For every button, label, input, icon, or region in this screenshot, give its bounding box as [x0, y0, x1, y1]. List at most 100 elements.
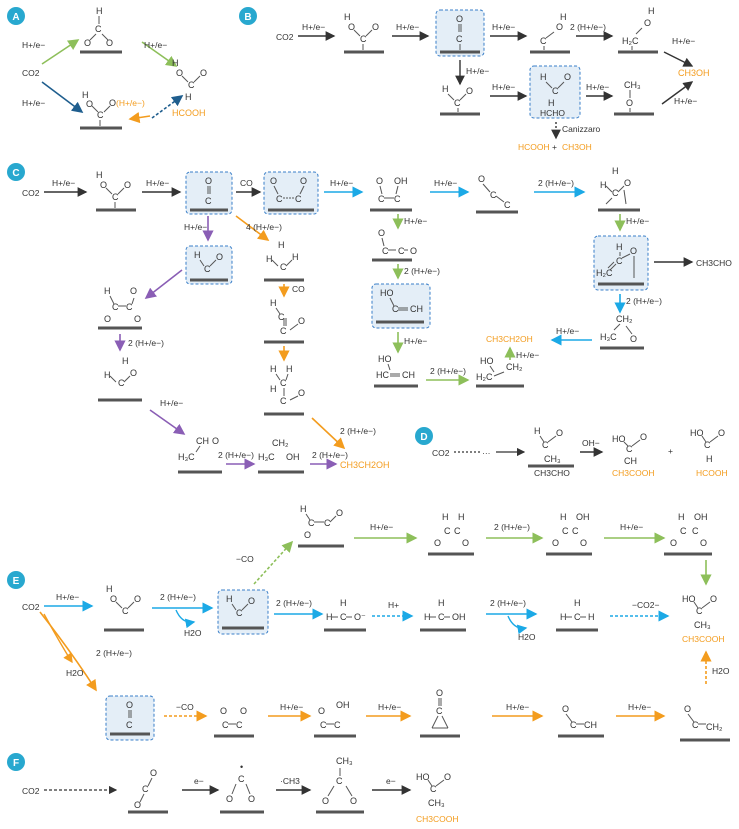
svg-text:H: H — [270, 384, 277, 394]
panel-e-ch3: H H C H — [556, 598, 598, 632]
panel-c-ococ-highlight — [263, 171, 319, 215]
panel-e-cho: H C O — [222, 594, 264, 630]
svg-text:O: O — [350, 796, 357, 806]
panel-d-acetic-acid: HO C O CH — [612, 432, 647, 466]
panel-e-ketene-triangle: O C — [420, 688, 460, 738]
svg-text:C: C — [236, 608, 243, 618]
svg-text:H: H — [286, 364, 293, 374]
panel-c-arrow-25 — [311, 417, 346, 450]
svg-text:O: O — [240, 706, 247, 716]
svg-text:O: O — [564, 72, 571, 82]
svg-text:•: • — [240, 762, 243, 772]
svg-text:O: O — [556, 22, 563, 32]
panel-f-e2: e− — [386, 776, 396, 786]
svg-text:C: C — [188, 80, 195, 90]
svg-text:C: C — [238, 774, 245, 784]
svg-text:H: H — [648, 6, 655, 16]
panel-b-s8: H+/e− — [586, 82, 609, 92]
panel-e-co-low: −CO — [176, 702, 194, 712]
panel-a-badge-label: A — [12, 12, 19, 23]
svg-text:H: H — [104, 370, 111, 380]
svg-text:C: C — [320, 720, 327, 730]
svg-text:C: C — [574, 612, 581, 622]
svg-text:O: O — [444, 772, 451, 782]
panel-c-arrow-17 — [144, 269, 183, 299]
svg-text:O: O — [644, 18, 651, 28]
panel-b-hcooh: HCOOH — [518, 142, 550, 152]
svg-text:O: O — [580, 538, 587, 548]
panel-b-och3: CH₃ O — [614, 80, 654, 116]
svg-text:C: C — [276, 194, 283, 204]
svg-text:O: O — [630, 334, 637, 344]
panel-f-co2-radical: • C O O — [220, 762, 264, 814]
svg-text:C: C — [696, 606, 703, 616]
panel-e-s13: H+/e− — [628, 702, 651, 712]
svg-text:HO: HO — [690, 428, 704, 438]
svg-text:C: C — [222, 720, 229, 730]
svg-text:C: C — [454, 526, 461, 536]
svg-text:OH: OH — [286, 452, 300, 462]
panel-e-co2minus: −CO2− — [632, 600, 659, 610]
svg-text:O: O — [718, 428, 725, 438]
panel-c-ch3cho: CH3CHO — [696, 258, 732, 268]
svg-text:C: C — [280, 396, 287, 406]
svg-text:O: O — [684, 704, 691, 714]
panel-a-badge — [7, 7, 25, 25]
svg-text:H: H — [678, 512, 685, 522]
svg-text:O: O — [298, 316, 305, 326]
svg-text:O: O — [216, 252, 223, 262]
panel-c-vinyl-alcohol: HO HC CH — [374, 354, 418, 388]
panel-c-hoc-ch: HO C CH — [376, 288, 424, 324]
svg-text:O: O — [104, 314, 111, 324]
svg-text:CH₃: CH₃ — [336, 756, 353, 766]
panel-e-s7: 2 (H+/e−) — [494, 522, 530, 532]
panel-c-s5: 2 (H+/e−) — [538, 178, 574, 188]
panel-b-co2: CO2 — [276, 32, 294, 42]
panel-f-e1: e− — [194, 776, 204, 786]
svg-text:H: H — [600, 180, 607, 190]
panel-e-arrow-7 — [253, 540, 294, 585]
svg-text:H: H — [278, 240, 285, 250]
panel-e-h2o-3: H2O — [66, 668, 84, 678]
panel-e-s8: H+/e− — [620, 522, 643, 532]
svg-text:H₃C: H₃C — [178, 452, 195, 462]
svg-text:CH₂: CH₂ — [272, 438, 289, 448]
panel-c-s3: H+/e− — [330, 178, 353, 188]
panel-a-step-1: H+/e− — [22, 40, 45, 50]
panel-c-ch3co: H C C O — [264, 298, 305, 344]
svg-text:CH: CH — [410, 304, 423, 314]
svg-text:O: O — [124, 180, 131, 190]
svg-text:C: C — [540, 36, 547, 46]
svg-text:H: H — [540, 72, 547, 82]
panel-b-s4: 2 (H+/e−) — [570, 22, 606, 32]
svg-text:C: C — [616, 256, 623, 266]
svg-text:C: C — [572, 526, 579, 536]
svg-text:H: H — [106, 584, 113, 594]
panel-e-ch2o-minus: H H C O⁻ — [324, 598, 366, 632]
panel-e-ococ: O O C C — [214, 706, 254, 738]
svg-text:H: H — [442, 512, 449, 522]
svg-text:C: C — [142, 784, 149, 794]
svg-text:CH₂: CH₂ — [706, 722, 723, 732]
panel-c-ococ-2: O C C O — [372, 228, 417, 262]
svg-text:C: C — [95, 24, 102, 34]
panel-a-bidentate-formate: H C O O — [80, 6, 122, 54]
panel-c-s17: H+/e− — [626, 216, 649, 226]
panel-a-step-2: H+/e− — [22, 98, 45, 108]
svg-text:H: H — [292, 252, 299, 262]
svg-text:H: H — [574, 598, 581, 608]
panel-e-co2: CO2 — [22, 602, 40, 612]
svg-text:O: O — [640, 432, 647, 442]
panel-e-acetate: CH3COOH — [682, 634, 725, 644]
panel-b-arrow-9 — [661, 81, 694, 105]
panel-b-hcho-highlight — [529, 65, 581, 119]
panel-b: B CO2 H+/e− H O C O H+/e− O C H+/e− — [239, 6, 710, 152]
svg-text:H₂C: H₂C — [476, 372, 493, 382]
panel-d-plus: + — [668, 446, 673, 456]
panel-a-carboxyl: H O C O — [80, 90, 122, 130]
panel-c-s11: 2 (H+/e−) — [128, 338, 164, 348]
svg-text:C: C — [692, 526, 699, 536]
panel-f-co2-ads: O C O — [128, 768, 168, 814]
panel-e-s12: H+/e− — [506, 702, 529, 712]
